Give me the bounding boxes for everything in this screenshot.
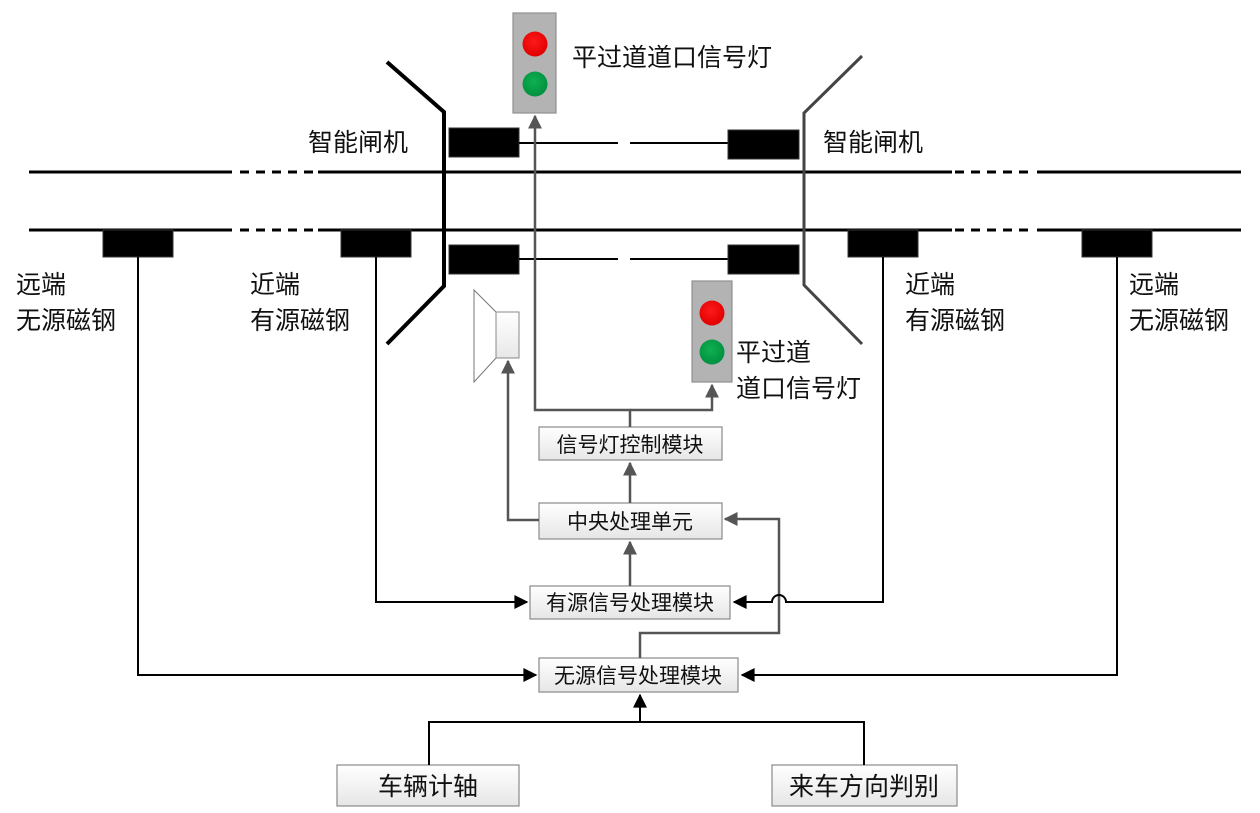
axle-counter-module[interactable]: 车辆计轴 <box>336 764 520 807</box>
signal-control-module-label: 信号灯控制模块 <box>557 433 704 457</box>
green-lamp-icon <box>522 71 548 97</box>
smart-gate-upper[interactable] <box>448 127 800 160</box>
gate-barrier-upper-right <box>727 129 800 160</box>
magnet-near-left-label-2: 有源磁钢 <box>250 306 350 335</box>
smart-gate-lower[interactable] <box>448 244 800 275</box>
connector-cpu-to-speaker <box>501 359 539 522</box>
connector-near-left-magnet <box>375 257 529 609</box>
signal-label-top: 平过道道口信号灯 <box>572 43 772 72</box>
red-lamp-icon <box>522 31 548 57</box>
signal-light-bottom <box>691 280 733 383</box>
magnet-far-left-label-1: 远端 <box>16 270 66 299</box>
speaker-icon <box>473 288 520 384</box>
active-signal-module[interactable]: 有源信号处理模块 <box>529 585 731 620</box>
magnet-far-right <box>1081 229 1153 258</box>
signal-housing-bottom <box>691 280 733 383</box>
magnet-far-right-label-1: 远端 <box>1129 270 1179 299</box>
gate-barrier-lower-right <box>727 244 800 275</box>
passive-signal-module[interactable]: 无源信号处理模块 <box>538 657 739 693</box>
signal-control-module[interactable]: 信号灯控制模块 <box>538 426 723 461</box>
magnet-near-right-label-2: 有源磁钢 <box>905 306 1005 335</box>
signal-label-bottom-1: 平过道 <box>736 338 811 367</box>
magnet-far-left-label-2: 无源磁钢 <box>16 306 116 335</box>
active-signal-module-label: 有源信号处理模块 <box>546 591 714 615</box>
road-edge-right <box>802 54 864 346</box>
magnet-near-left <box>340 229 412 258</box>
direction-detect-label: 来车方向判别 <box>789 772 939 801</box>
magnet-near-right-label-1: 近端 <box>905 270 955 299</box>
signal-light-top <box>512 12 557 114</box>
cpu-module[interactable]: 中央处理单元 <box>538 502 723 540</box>
gate-label-left: 智能闸机 <box>308 128 408 157</box>
axle-counter-label: 车辆计轴 <box>378 772 478 801</box>
signal-label-bottom-2: 道口信号灯 <box>736 374 861 403</box>
connector-far-right-magnet <box>740 257 1118 682</box>
green-lamp-icon <box>699 339 725 365</box>
magnet-near-right <box>847 229 919 258</box>
connector-control-to-signals <box>528 114 719 427</box>
magnet-far-left <box>102 229 174 258</box>
gate-barrier-lower-left <box>448 244 520 275</box>
magnet-far-right-label-2: 无源磁钢 <box>1129 306 1229 335</box>
cpu-module-label: 中央处理单元 <box>567 510 693 534</box>
magnet-near-left-label-1: 近端 <box>250 270 300 299</box>
gate-label-right: 智能闸机 <box>823 128 923 157</box>
connector-near-right-magnet <box>732 257 884 609</box>
connector-passive-to-cpu <box>638 512 781 658</box>
gate-barrier-upper-left <box>448 127 520 158</box>
signal-housing-top <box>512 12 557 114</box>
road-edge-left <box>385 60 446 346</box>
direction-detect-module[interactable]: 来车方向判别 <box>771 764 958 807</box>
red-lamp-icon <box>699 300 725 326</box>
connector-far-left-magnet <box>137 257 538 682</box>
connector-counters-to-passive <box>428 693 865 765</box>
passive-signal-module-label: 无源信号处理模块 <box>554 664 722 688</box>
